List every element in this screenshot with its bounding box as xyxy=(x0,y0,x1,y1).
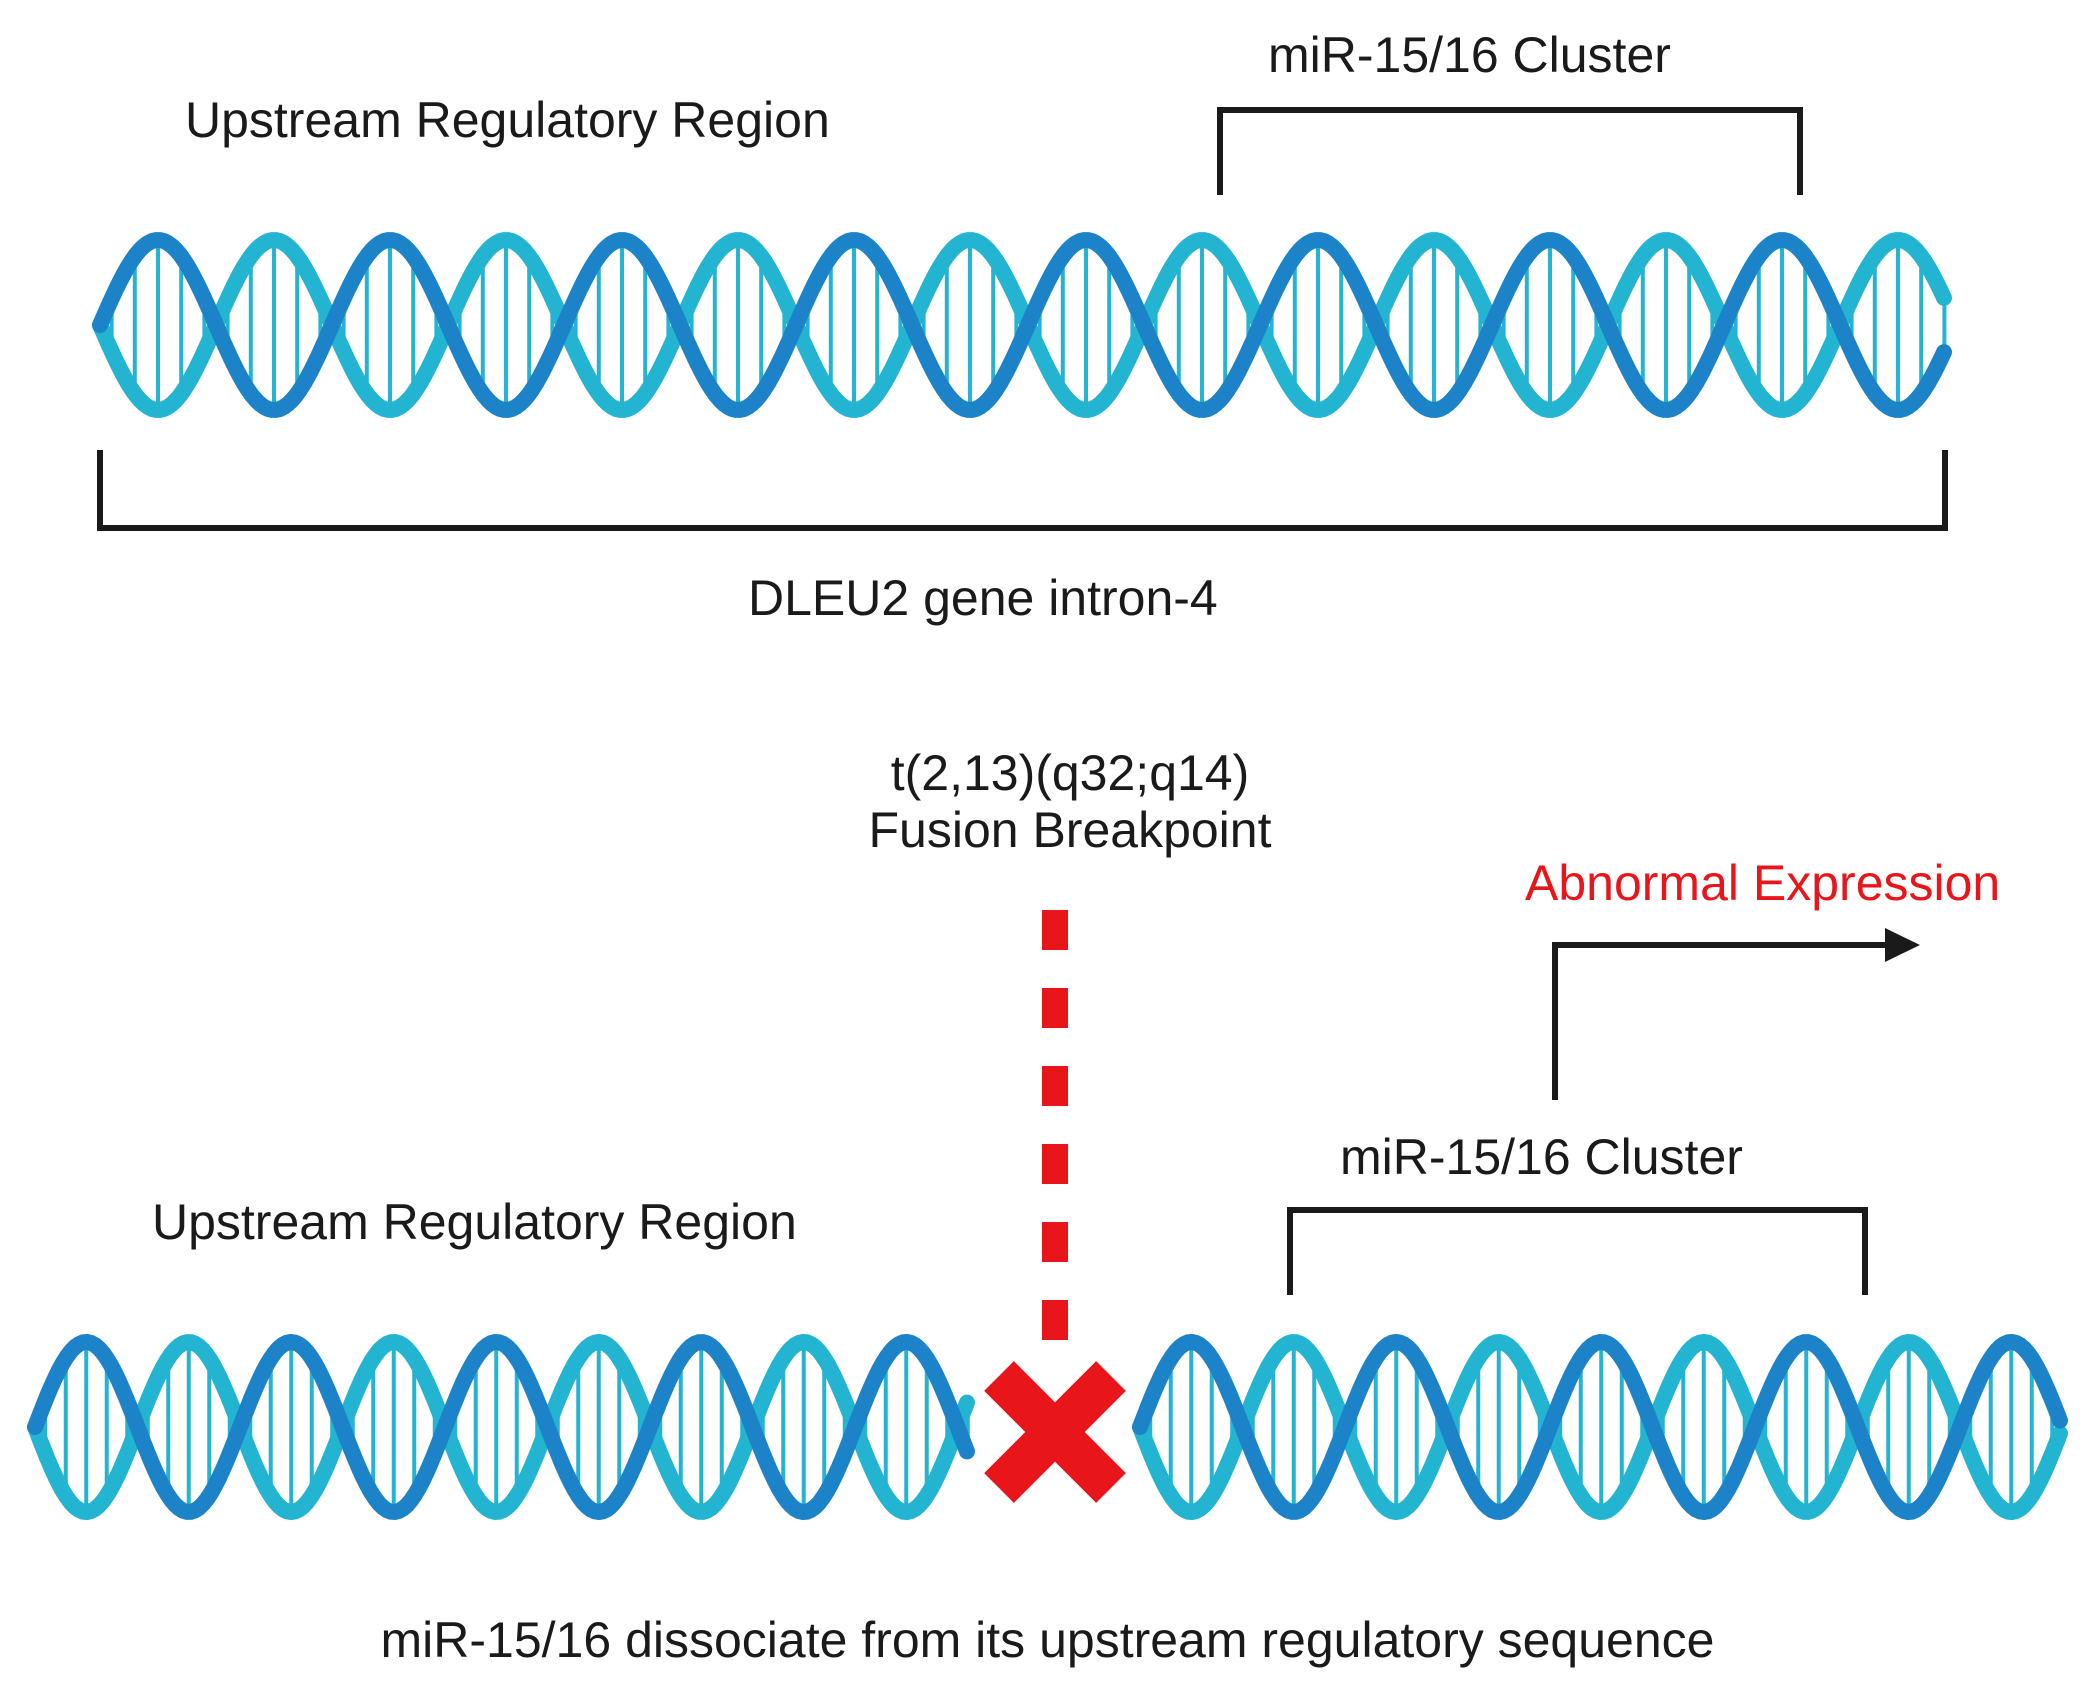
translocation-label: t(2,13)(q32;q14) xyxy=(890,745,1250,801)
cluster-bracket-bottom xyxy=(1287,1207,1868,1295)
figure-caption: miR-15/16 dissociate from its upstream r… xyxy=(380,1612,1715,1668)
cluster-label-top: miR-15/16 Cluster xyxy=(1268,27,1671,83)
helix-strand-light xyxy=(27,1333,975,1521)
gene-intron-label: DLEU2 gene intron-4 xyxy=(748,570,1218,626)
x-mark-icon xyxy=(984,1361,1126,1503)
upstream-region-label-bottom: Upstream Regulatory Region xyxy=(152,1194,797,1250)
dna-helix-upstream-fragment xyxy=(27,1333,975,1521)
cluster-bracket-top xyxy=(1217,107,1803,195)
breakpoint-label: Fusion Breakpoint xyxy=(868,802,1272,858)
intron-bracket xyxy=(97,450,1948,531)
helix-strand-dark xyxy=(1132,1333,2068,1521)
helix-strand-dark xyxy=(92,232,1952,418)
dna-helix-cluster-fragment xyxy=(1132,1333,2068,1521)
upstream-region-label-top: Upstream Regulatory Region xyxy=(185,92,830,148)
abnormal-expression-label: Abnormal Expression xyxy=(1525,855,2001,911)
helix-strand-light xyxy=(1132,1333,2068,1521)
arrow-right-icon xyxy=(1552,928,1920,1100)
dna-helix-intron xyxy=(92,232,1952,418)
helix-strand-dark xyxy=(27,1333,975,1521)
helix-strand-light xyxy=(92,232,1952,418)
cluster-label-bottom: miR-15/16 Cluster xyxy=(1340,1129,1743,1185)
